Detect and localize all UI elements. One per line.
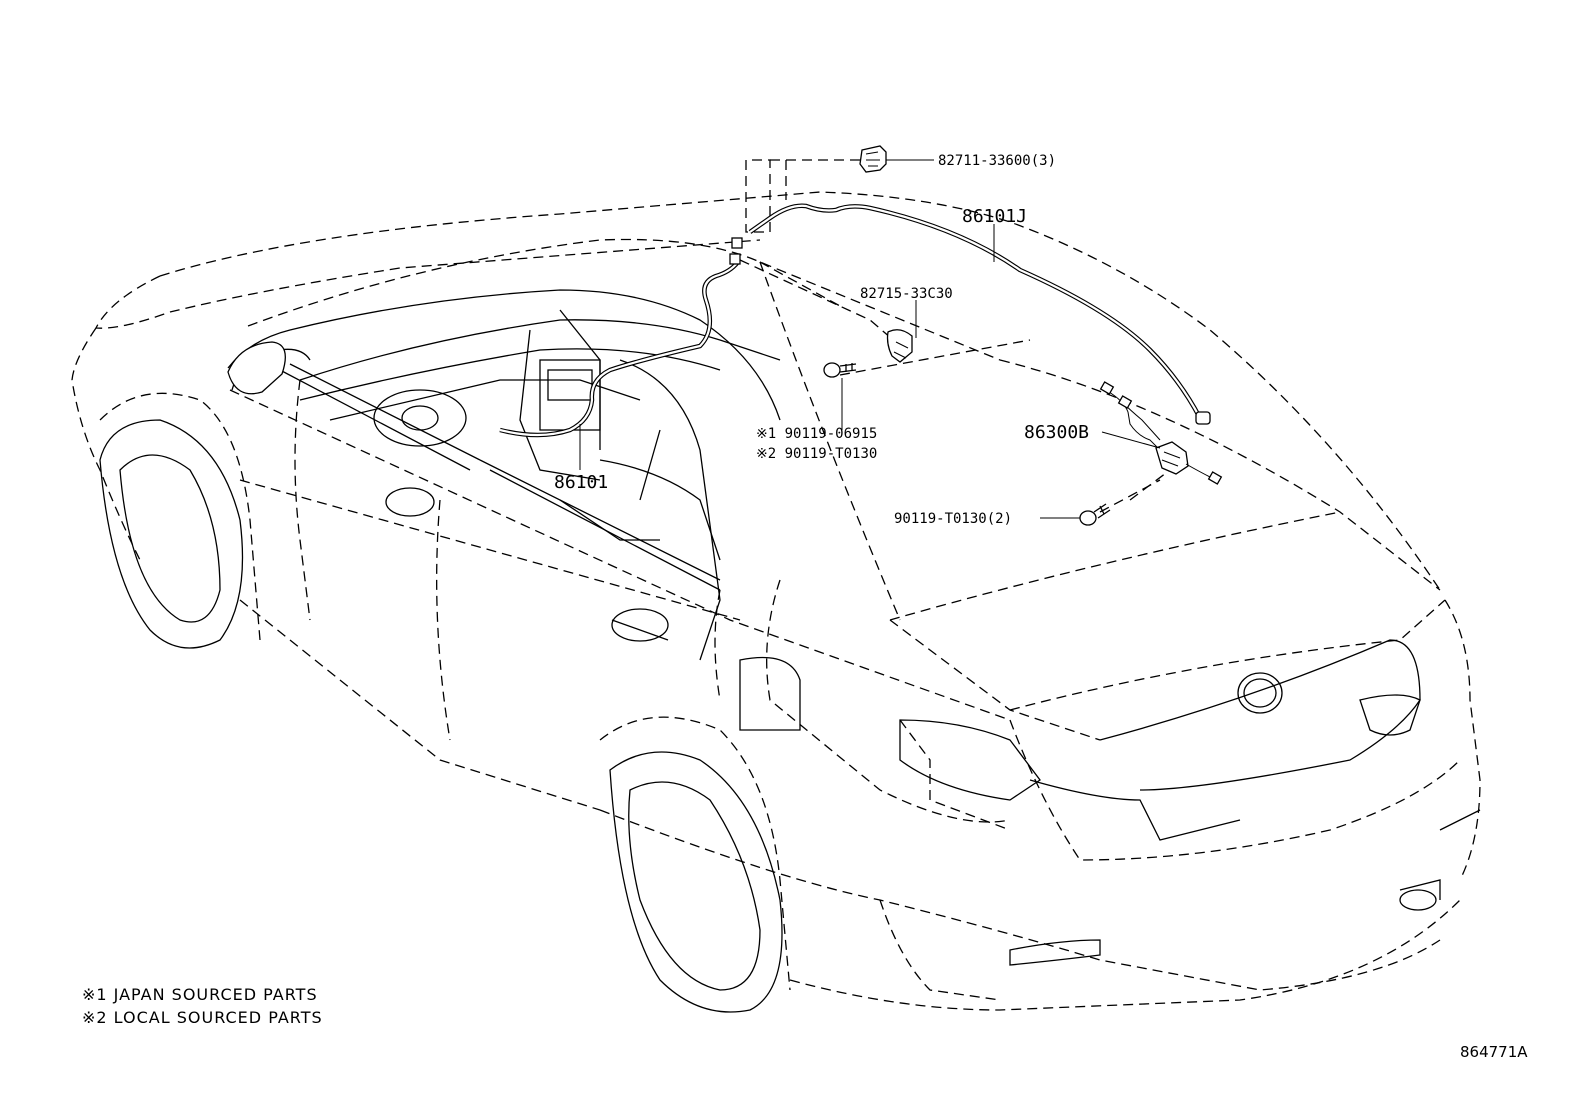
leader-lines [579,159,1161,519]
label-screw-local: ※2 90119-T0130 [756,446,877,462]
car-wheels [99,419,783,1013]
car-body-outline [71,159,1481,1011]
clip-part [859,145,887,173]
note-japan-sourced: ※1 JAPAN SOURCED PARTS [82,985,318,1004]
cable-connector-upper [731,237,743,249]
label-antenna-cord-rear: 86101J [962,206,1027,227]
label-amplifier: 86300B [1024,422,1089,443]
callout-labels: 82711-33600(3) 86101J 82715-33C30 ※1 901… [554,153,1089,527]
cable-connector-lower [729,253,741,265]
figure-code: 864771A [1460,1043,1528,1061]
amplifier-part [1099,381,1223,485]
parts [729,145,1223,526]
car-interior [227,289,1481,966]
label-screw-japan: ※1 90119-06915 [756,426,877,442]
screw-part [823,362,857,378]
label-clip: 82711-33600(3) [938,153,1056,169]
note-local-sourced: ※2 LOCAL SOURCED PARTS [82,1008,323,1027]
label-amp-screw: 90119-T0130(2) [894,511,1012,527]
antenna-cord-cable [499,203,1202,438]
label-clamp: 82715-33C30 [860,286,953,302]
clamp-part [886,329,913,363]
amp-screw-part [1079,503,1111,526]
notes: ※1 JAPAN SOURCED PARTS ※2 LOCAL SOURCED … [82,985,323,1027]
label-antenna-cord-front: 86101 [554,472,608,493]
cable-end-connector [1195,411,1211,425]
